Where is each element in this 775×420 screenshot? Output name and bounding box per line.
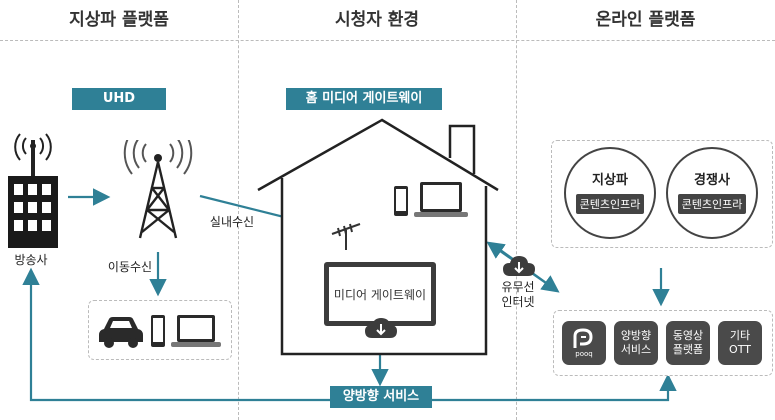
circle-tag: 콘텐츠인프라 — [575, 194, 645, 214]
home-devices — [392, 180, 472, 220]
terrestrial-infra-circle: 지상파 콘텐츠인프라 — [564, 147, 656, 239]
header-divider — [0, 40, 775, 41]
service-tile-other-ott: 기타 OTT — [718, 321, 762, 365]
column-divider-2 — [516, 0, 517, 420]
service-tile-video-platform: 동영상 플랫폼 — [666, 321, 710, 365]
mobile-reception-label: 이동수신 — [107, 260, 153, 274]
indoor-reception-label: 실내수신 — [209, 215, 255, 229]
header-viewer: 시청자 환경 — [334, 10, 420, 30]
media-gateway-tv: 미디어 게이트웨이 — [324, 262, 436, 326]
pooq-service-tile: pooq — [562, 321, 606, 365]
content-infra-box: 지상파 콘텐츠인프라 경쟁사 콘텐츠인프라 — [551, 140, 773, 248]
column-divider-1 — [238, 0, 239, 420]
smartphone-icon — [151, 315, 165, 347]
service-tile-label: 동영상 플랫폼 — [672, 329, 704, 356]
broadcaster-label: 방송사 — [14, 253, 48, 267]
circle-title: 경쟁사 — [694, 173, 730, 188]
service-tile-label: 양방향 서비스 — [620, 329, 652, 356]
service-tile-label: 기타 OTT — [729, 329, 751, 356]
header-online: 온라인 플랫폼 — [595, 10, 696, 30]
cloud-download-icon — [365, 318, 397, 338]
laptop-icon — [414, 182, 468, 217]
media-gateway-tv-label: 미디어 게이트웨이 — [329, 267, 431, 321]
pooq-logo-icon — [573, 328, 593, 348]
cloud-download-icon-internet — [503, 256, 535, 276]
transmission-tower-icon — [123, 140, 193, 239]
phone-icon — [394, 186, 408, 216]
circle-title: 지상파 — [592, 173, 628, 188]
uhd-label: UHD — [72, 88, 166, 110]
mobile-devices-box — [88, 300, 232, 360]
online-services-box: pooq 양방향 서비스 동영상 플랫폼 기타 OTT — [553, 310, 773, 376]
competitor-infra-circle: 경쟁사 콘텐츠인프라 — [666, 147, 758, 239]
laptop-icon — [171, 315, 221, 347]
antenna-icon — [331, 223, 361, 250]
car-icon — [99, 317, 143, 348]
wired-internet-label: 유무선 인터넷 — [501, 280, 535, 309]
gateway-title: 홈 미디어 게이트웨이 — [286, 88, 442, 110]
header-terrestrial: 지상파 플랫폼 — [69, 10, 169, 30]
service-tile-interactive: 양방향 서비스 — [614, 321, 658, 365]
interactive-service-label: 양방향 서비스 — [330, 386, 432, 408]
circle-tag: 콘텐츠인프라 — [677, 194, 747, 214]
broadcaster-building-icon — [8, 133, 58, 248]
pooq-label: pooq — [575, 350, 593, 358]
